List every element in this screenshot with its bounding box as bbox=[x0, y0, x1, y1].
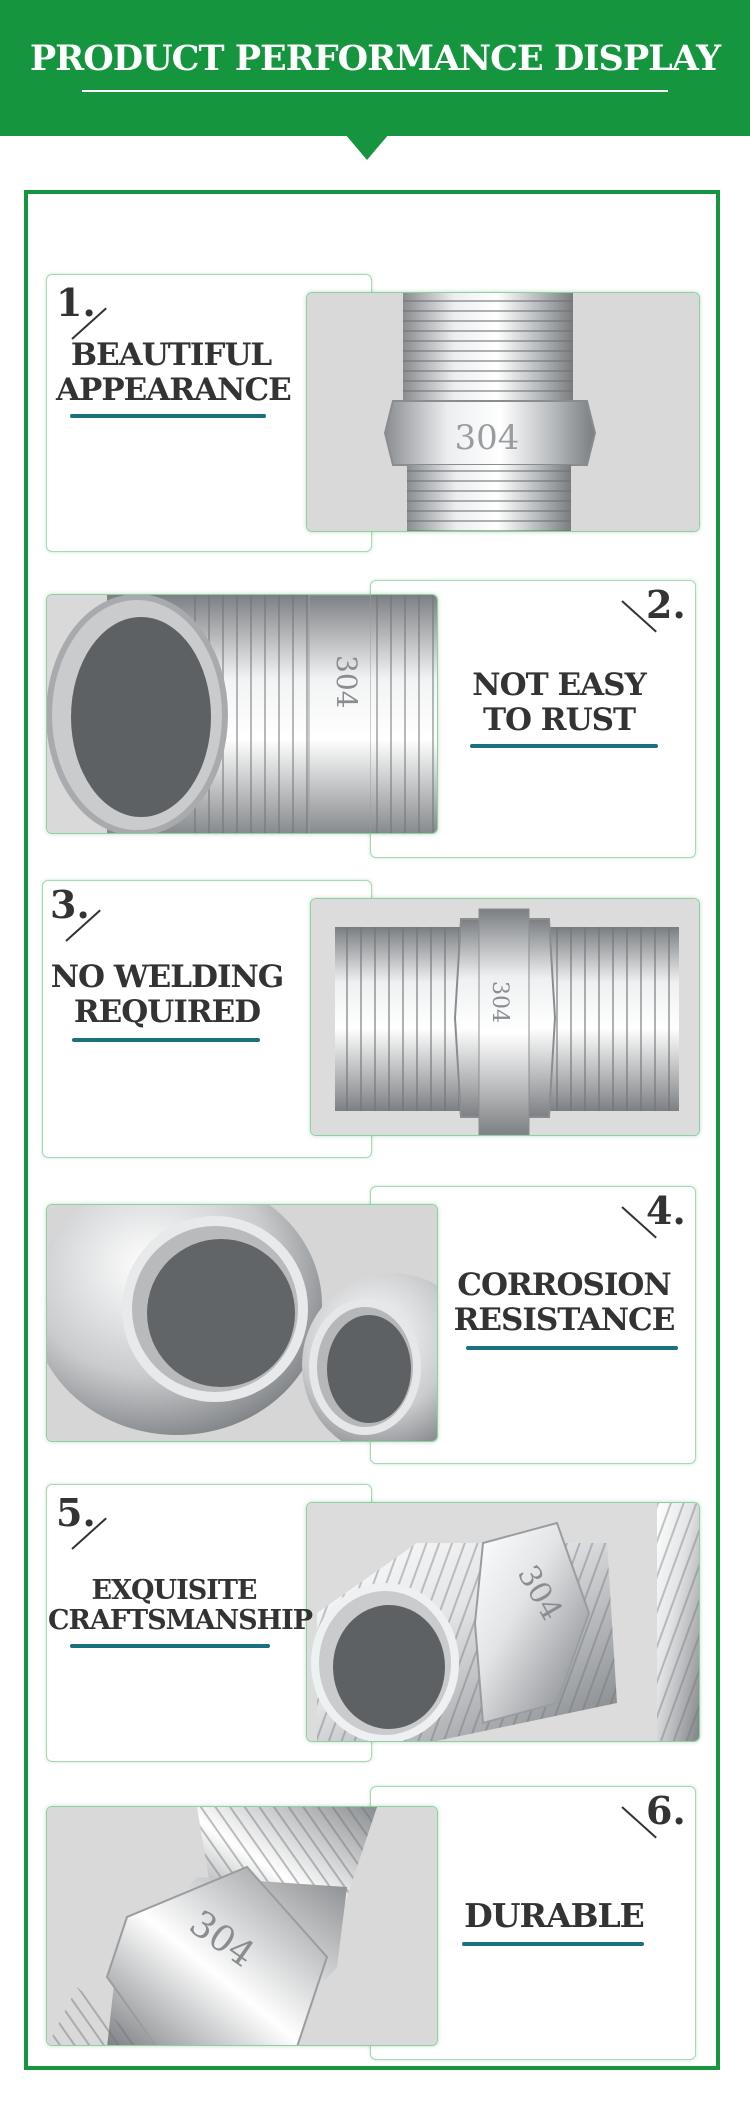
feature-photo-2: 304 bbox=[46, 594, 438, 834]
feature-underline-3 bbox=[72, 1038, 260, 1042]
title-underline bbox=[82, 90, 668, 92]
feature-number-4: 4. bbox=[646, 1188, 686, 1233]
feature-label-4-line-1: CORROSION bbox=[457, 1267, 671, 1303]
feature-number-3: 3. bbox=[50, 882, 90, 927]
banner-notch bbox=[345, 134, 389, 160]
feature-label-4-line-2: RESISTANCE bbox=[453, 1301, 676, 1338]
feature-label-3: NO WELDING REQUIRED bbox=[42, 960, 292, 1029]
content-frame bbox=[24, 190, 720, 2070]
feature-photo-6: 304 bbox=[46, 1806, 438, 2046]
feature-photo-1: 304 bbox=[306, 292, 700, 532]
feature-label-2: NOT EASY TO RUST bbox=[444, 668, 674, 737]
feature-label-1-line-1: BEAUTIFUL bbox=[70, 337, 272, 373]
feature-underline-4 bbox=[466, 1346, 678, 1350]
feature-underline-2 bbox=[470, 744, 658, 748]
feature-label-1-line-2: APPEARANCE bbox=[56, 371, 292, 408]
feature-underline-6 bbox=[462, 1942, 644, 1946]
svg-text:304: 304 bbox=[455, 418, 520, 458]
feature-number-5: 5. bbox=[56, 1490, 96, 1535]
feature-label-5: EXQUISITE CRAFTSMANSHIP bbox=[48, 1575, 313, 1637]
feature-label-1: BEAUTIFUL APPEARANCE bbox=[56, 337, 292, 408]
feature-label-4: CORROSION RESISTANCE bbox=[444, 1268, 684, 1337]
feature-label-2-line-2: TO RUST bbox=[482, 701, 636, 738]
feature-label-6-line-1: DURABLE bbox=[464, 1896, 645, 1935]
feature-label-2-line-1: NOT EASY bbox=[472, 667, 646, 703]
page-title: PRODUCT PERFORMANCE DISPLAY bbox=[29, 38, 721, 79]
feature-number-2: 2. bbox=[646, 582, 686, 627]
feature-photo-4 bbox=[46, 1204, 438, 1442]
feature-label-3-line-2: REQUIRED bbox=[73, 993, 261, 1030]
svg-text:304: 304 bbox=[487, 981, 512, 1023]
feature-underline-5 bbox=[70, 1644, 270, 1648]
feature-label-6: DURABLE bbox=[444, 1896, 664, 1935]
feature-label-5-line-1: EXQUISITE bbox=[91, 1575, 257, 1606]
feature-photo-3: 304 bbox=[310, 898, 700, 1136]
feature-number-6: 6. bbox=[646, 1788, 686, 1833]
feature-label-3-line-1: NO WELDING bbox=[50, 959, 285, 995]
feature-label-5-line-2: CRAFTSMANSHIP bbox=[48, 1605, 313, 1637]
feature-underline-1 bbox=[70, 414, 266, 418]
header-banner: PRODUCT PERFORMANCE DISPLAY bbox=[0, 0, 750, 136]
feature-number-1: 1. bbox=[56, 280, 96, 325]
feature-photo-5: 304 bbox=[306, 1502, 700, 1742]
svg-text:304: 304 bbox=[330, 655, 363, 708]
